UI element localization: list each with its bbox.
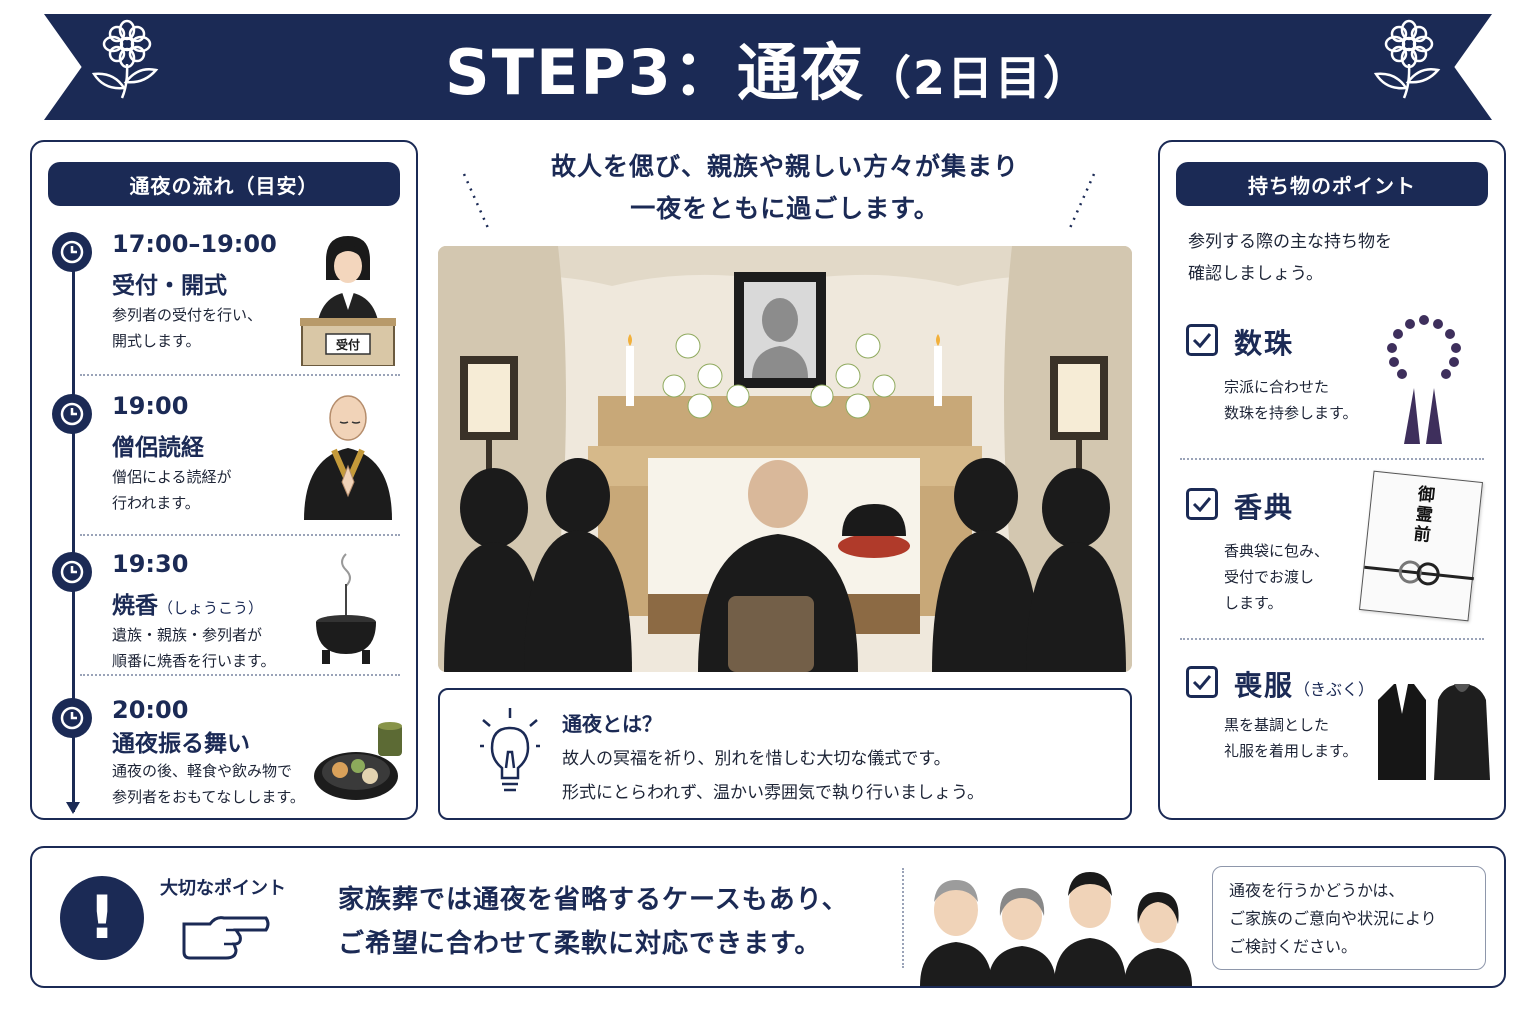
note-line: ご検討ください。	[1229, 937, 1358, 956]
item-desc: 黒を基調とした 礼服を着用します。	[1224, 712, 1358, 764]
exclamation-icon: !	[60, 876, 144, 960]
checkbox-icon	[1186, 324, 1218, 356]
flow-desc: 参列者の受付を行い、 開式します。	[112, 302, 262, 354]
flow-desc-line: 順番に焼香を行います。	[112, 652, 276, 670]
about-panel: 通夜とは？ 故人の冥福を祈り、別れを惜しむ大切な儀式です。 形式にとらわれず、温…	[438, 688, 1132, 820]
family-illustration	[920, 872, 1192, 986]
flow-title: 焼香（しょうこう）	[112, 586, 263, 620]
about-text: 故人の冥福を祈り、別れを惜しむ大切な儀式です。 形式にとらわれず、温かい雰囲気で…	[562, 742, 984, 810]
reception-sign-text: 受付	[336, 337, 360, 352]
item-divider	[1180, 458, 1484, 460]
items-panel: 持ち物のポイント 参列する際の主な持ち物を 確認しましょう。 数珠 宗派に合わせ…	[1158, 140, 1506, 820]
clock-icon	[52, 698, 92, 738]
item-desc-line: 礼服を着用します。	[1224, 742, 1358, 760]
flow-time: 20:00	[112, 696, 189, 724]
center-lead-line: 故人を偲び、親族や親しい方々が集まり	[550, 152, 1019, 181]
item-desc-line: 香典袋に包み、	[1224, 542, 1330, 560]
note-box: 通夜を行うかどうかは、 ご家族のご意向や状況により ご検討ください。	[1212, 866, 1486, 970]
mourning-clothes-illustration	[1378, 684, 1490, 780]
flow-time: 19:30	[112, 550, 189, 578]
envelope-label: 御霊前	[1412, 484, 1436, 546]
flow-divider	[80, 374, 400, 376]
point-text-line: ご希望に合わせて柔軟に対応できます。	[338, 929, 822, 959]
decorative-dots	[1068, 173, 1096, 229]
flow-title: 受付・開式	[112, 273, 227, 299]
about-title: 通夜とは？	[562, 712, 662, 736]
item-divider	[1180, 638, 1484, 640]
flow-panel: 通夜の流れ（目安） 17:00–19:00 受付・開式 参列者の受付を行い、 開…	[30, 140, 418, 820]
note-line: 通夜を行うかどうかは、	[1229, 881, 1405, 900]
about-text-line: 形式にとらわれず、温かい雰囲気で執り行いましょう。	[562, 783, 984, 803]
flow-desc-line: 参列者をおもてなしします。	[112, 788, 305, 806]
item-name-text: 喪服	[1234, 669, 1295, 702]
clock-icon	[52, 394, 92, 434]
item-desc: 宗派に合わせた 数珠を持参します。	[1224, 374, 1358, 426]
title-banner: STEP3：通夜（2日目）	[44, 14, 1492, 120]
flow-title-ruby: （しょうこう）	[158, 599, 264, 617]
condolence-envelope-illustration: 御霊前	[1358, 470, 1484, 622]
point-text-line: 家族葬では通夜を省略するケースもあり、	[338, 885, 849, 915]
page-title: STEP3：通夜（2日目）	[445, 22, 1091, 112]
prayer-beads-illustration	[1387, 315, 1461, 444]
banner-subtitle: （2日目）	[864, 51, 1091, 105]
flow-desc-line: 僧侶による読経が	[112, 468, 232, 486]
center-lead-line: 一夜をともに過ごします。	[630, 194, 940, 223]
point-text: 家族葬では通夜を省略するケースもあり、 ご希望に合わせて柔軟に対応できます。	[338, 878, 849, 966]
important-point-panel: ! 大切なポイント 家族葬では通夜を省略するケースもあり、 ご希望に合わせて柔軟…	[30, 846, 1506, 988]
flow-time: 17:00–19:00	[112, 230, 277, 258]
item-name: 数珠	[1234, 327, 1295, 360]
flow-desc: 遺族・親族・参列者が 順番に焼香を行います。	[112, 622, 276, 674]
item-name-ruby: （きぶく）	[1294, 680, 1375, 699]
timeline-line	[72, 252, 75, 812]
clock-icon	[52, 232, 92, 272]
clock-icon	[52, 552, 92, 592]
lightbulb-icon	[480, 708, 540, 792]
flow-desc-line: 通夜の後、軽食や飲み物で	[112, 762, 293, 780]
flow-desc-line: 開式します。	[112, 332, 201, 350]
flower-icon	[91, 19, 159, 99]
items-intro-line: 確認しましょう。	[1188, 264, 1323, 284]
flow-divider	[80, 534, 400, 536]
incense-burner-illustration	[316, 553, 376, 664]
about-text-line: 故人の冥福を祈り、別れを惜しむ大切な儀式です。	[562, 749, 951, 769]
flow-desc: 通夜の後、軽食や飲み物で 参列者をおもてなしします。	[112, 758, 305, 810]
point-label: 大切なポイント	[160, 878, 286, 899]
vertical-divider	[902, 868, 904, 968]
flow-desc-line: 遺族・親族・参列者が	[112, 626, 263, 644]
items-intro: 参列する際の主な持ち物を 確認しましょう。	[1188, 226, 1392, 290]
receptionist-illustration: 受付	[300, 236, 396, 366]
items-heading: 持ち物のポイント	[1176, 162, 1488, 206]
mizuhiki-knot-icon	[1364, 560, 1475, 586]
pointing-hand-icon	[182, 916, 270, 960]
flow-title: 僧侶読経	[112, 435, 204, 461]
checkbox-icon	[1186, 488, 1218, 520]
flow-desc-line: 参列者の受付を行い、	[112, 306, 263, 324]
item-desc-line: 宗派に合わせた	[1224, 378, 1330, 396]
item-name: 喪服（きぶく）	[1234, 664, 1374, 704]
banner-title-text: STEP3：通夜	[445, 36, 865, 109]
item-desc: 香典袋に包み、 受付でお渡し します。	[1224, 538, 1329, 616]
monk-illustration	[304, 395, 392, 520]
item-desc-line: します。	[1224, 594, 1283, 612]
timeline-arrow-icon	[66, 802, 80, 814]
checkbox-icon	[1186, 666, 1218, 698]
item-name: 香典	[1234, 491, 1295, 524]
food-tray-illustration	[314, 722, 402, 800]
items-intro-line: 参列する際の主な持ち物を	[1188, 232, 1392, 252]
flow-time: 19:00	[112, 392, 189, 420]
flow-desc-line: 行われます。	[112, 494, 200, 512]
flow-desc: 僧侶による読経が 行われます。	[112, 464, 232, 516]
decorative-dots	[462, 173, 490, 229]
item-desc-line: 受付でお渡し	[1224, 568, 1315, 586]
flow-title: 通夜振る舞い	[112, 731, 250, 757]
flow-divider	[80, 674, 400, 676]
flow-heading: 通夜の流れ（目安）	[48, 162, 400, 206]
item-desc-line: 数珠を持参します。	[1224, 404, 1358, 422]
flow-title-text: 焼香	[112, 593, 158, 619]
item-desc-line: 黒を基調とした	[1224, 716, 1330, 734]
wake-ceremony-illustration	[438, 246, 1132, 672]
center-lead: 故人を偲び、親族や親しい方々が集まり 一夜をともに過ごします。	[440, 146, 1130, 230]
flower-icon	[1373, 19, 1441, 99]
note-line: ご家族のご意向や状況により	[1229, 909, 1437, 928]
